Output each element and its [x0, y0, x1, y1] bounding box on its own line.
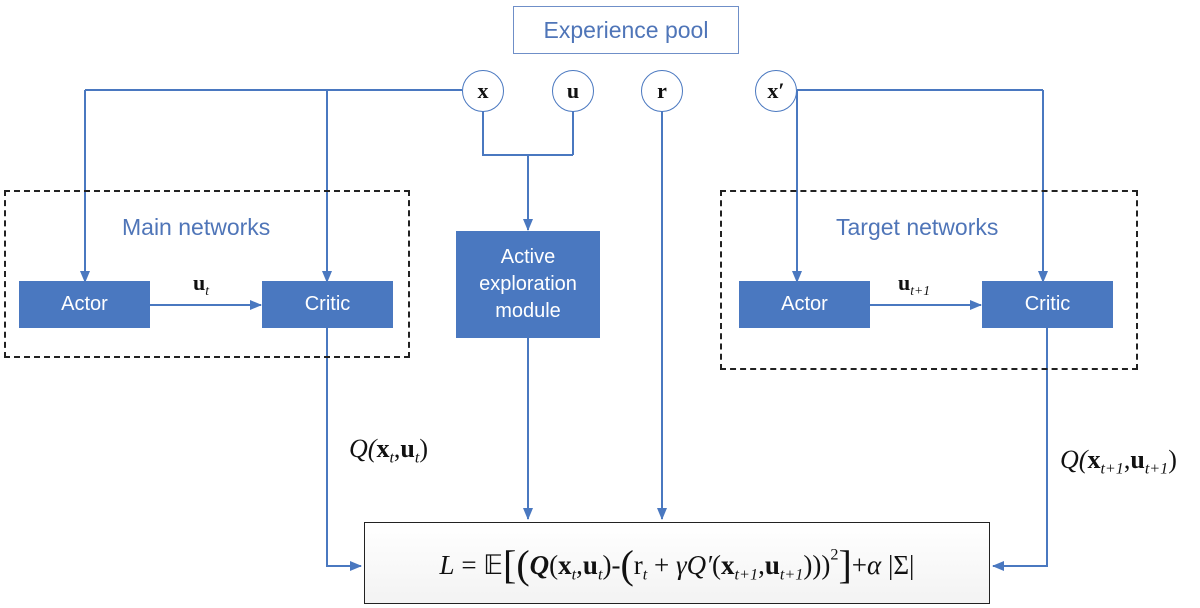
target-critic-box: Critic	[982, 281, 1113, 328]
main-actor-box: Actor	[19, 281, 150, 328]
target-critic-to-loss-arrow	[992, 328, 1048, 571]
experience-pool-box: Experience pool	[513, 6, 739, 54]
experience-pool-label: Experience pool	[543, 16, 709, 43]
target-networks-group	[720, 190, 1138, 370]
main-networks-group	[4, 190, 410, 358]
q-main-label: Q(xt,ut)	[349, 434, 429, 467]
loss-equation: L = 𝔼[(Q(xt,ut)-(rt + γQ′(xt+1,ut+1)))2]…	[439, 542, 915, 587]
target-networks-title: Target networks	[836, 214, 999, 240]
u-node: u	[552, 70, 594, 112]
x-prime-node: x′	[755, 70, 797, 112]
ut1-label: ut+1	[898, 270, 931, 298]
target-actor-box: Actor	[739, 281, 870, 328]
loss-function-box: L = 𝔼[(Q(xt,ut)-(rt + γQ′(xt+1,ut+1)))2]…	[364, 522, 990, 604]
x-down-line	[482, 111, 573, 156]
main-networks-title: Main networks	[122, 214, 271, 240]
main-critic-box: Critic	[262, 281, 393, 328]
x-node: x	[462, 70, 504, 112]
q-target-label: Q(xt+1,ut+1)	[1060, 445, 1177, 478]
ut-label: ut	[193, 270, 210, 298]
main-critic-to-loss-arrow	[326, 328, 362, 571]
r-node: r	[641, 70, 683, 112]
active-exploration-module-box: Active exploration module	[456, 231, 600, 338]
